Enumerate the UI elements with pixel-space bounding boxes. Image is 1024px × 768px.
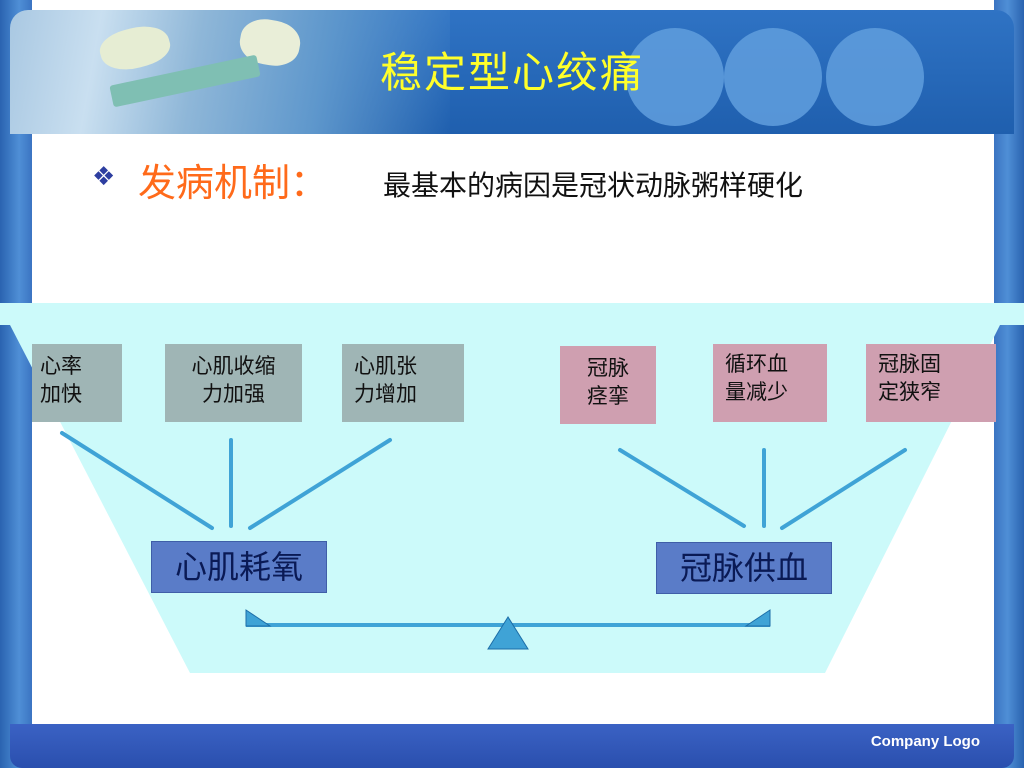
heading-cause: 最基本的病因是冠状动脉粥样硬化 [383,169,804,202]
beam-left-pan-icon [245,609,272,627]
connector-line [780,448,907,530]
connector-lines [60,431,907,530]
factor-heart-rate: 心率 加快 [32,344,122,422]
beam-right-pan-icon [744,609,771,627]
diamond-bullet-icon: ❖ [92,162,116,192]
factor-contractility: 心肌收缩 力加强 [165,344,302,422]
decor-circle [826,28,924,126]
factor-fixed-stenosis: 冠脉固 定狭窄 [866,344,996,422]
connector-line [618,448,746,528]
connector-line [60,431,214,530]
slide-title: 稳定型心绞痛 [379,48,644,97]
fulcrum-triangle-icon [487,616,529,650]
summary-coronary-supply: 冠脉供血 [656,542,832,594]
factor-wall-tension: 心肌张 力增加 [342,344,464,422]
decor-circle [626,28,724,126]
connector-line [248,438,392,530]
decor-circle [724,28,822,126]
factor-coronary-spasm: 冠脉 痉挛 [560,346,656,424]
heading-mechanism: 发病机制： [138,161,329,205]
header-banner [10,10,1014,134]
footer-bar [10,724,1014,768]
summary-oxygen-demand: 心肌耗氧 [151,541,327,593]
surgery-photo [10,10,450,134]
company-logo: Company Logo [870,733,980,750]
factor-blood-volume: 循环血 量减少 [713,344,827,422]
